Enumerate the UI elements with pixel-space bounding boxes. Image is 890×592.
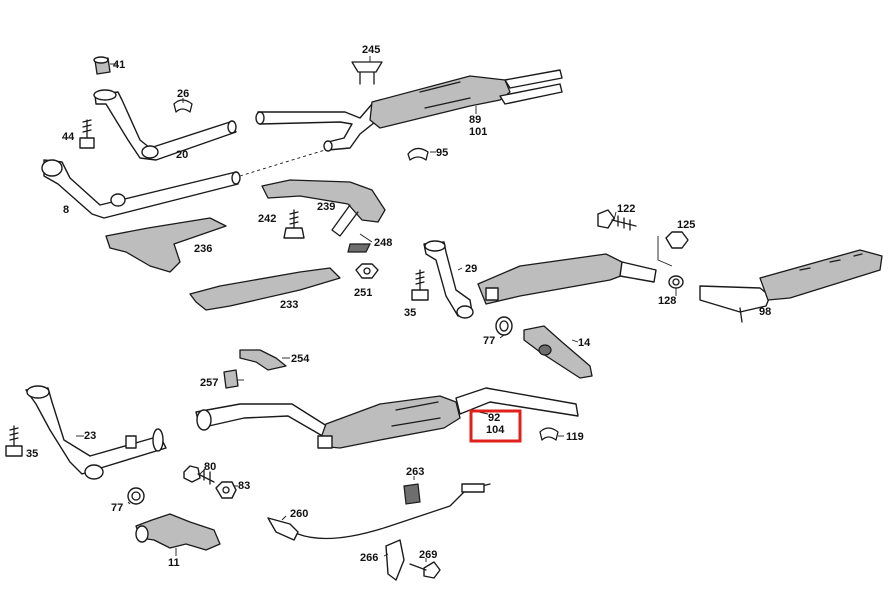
callout-83: 83 [238,480,250,492]
callout-266: 266 [360,552,378,564]
part-29-front-pipe-right[interactable] [423,240,474,319]
callout-26: 26 [177,88,189,100]
callout-119: 119 [566,431,584,443]
callout-35-lower: 35 [26,448,38,460]
part-20-front-pipe[interactable] [93,89,237,161]
callout-11: 11 [168,557,180,569]
callout-95: 95 [436,147,448,159]
callout-233: 233 [280,299,298,311]
callout-35-upper: 35 [404,307,416,319]
part-35-bolt-upper[interactable] [411,269,429,301]
callout-236: 236 [194,243,212,255]
callout-77-lower: 77 [111,502,123,514]
callout-101: 101 [469,126,487,138]
callout-80: 80 [204,461,216,473]
callout-128: 128 [658,295,676,307]
callout-269: 269 [419,549,437,561]
callout-239: 239 [317,201,335,213]
part-26-clamp[interactable] [173,99,193,113]
callout-257: 257 [200,377,218,389]
callout-248: 248 [374,237,392,249]
callout-89: 89 [469,114,481,126]
part-122-bolt[interactable] [597,209,637,231]
part-251-nut[interactable] [355,263,379,279]
part-11-heat-shield[interactable] [135,513,221,551]
callout-labels: 41 26 44 20 8 245 89 101 95 239 242 248 … [26,44,771,569]
part-233-heat-shield[interactable] [189,267,341,311]
callout-263: 263 [406,466,424,478]
part-35-bolt-lower[interactable] [5,425,23,457]
part-128-grommet[interactable] [668,275,684,289]
part-80-bolt[interactable] [183,465,215,485]
part-92-104-catalytic-converter[interactable] [195,387,579,449]
callout-14: 14 [578,337,591,349]
callout-23: 23 [84,430,96,442]
callout-125: 125 [677,219,695,231]
callout-245: 245 [362,44,380,56]
part-266-bracket[interactable] [385,539,405,581]
selected-part-highlight [469,409,522,443]
callout-8: 8 [63,204,69,216]
callout-254: 254 [291,353,310,365]
part-83-nut[interactable] [215,481,237,499]
part-239-heat-shield[interactable] [261,179,386,237]
callout-104: 104 [486,424,505,436]
callout-92: 92 [488,412,500,424]
part-254-bracket[interactable] [239,349,287,371]
part-23-front-pipe-left[interactable] [25,385,167,480]
callout-44: 44 [62,131,75,143]
part-8-front-pipe[interactable] [41,159,241,219]
callout-251: 251 [354,287,372,299]
part-95-clamp[interactable] [407,147,429,161]
callout-41: 41 [113,59,125,71]
part-269-bolt[interactable] [409,561,441,579]
part-77-grommet-upper[interactable] [495,316,513,336]
callout-260: 260 [290,508,308,520]
part-236-heat-shield[interactable] [105,217,227,273]
part-41-rubber-mount[interactable] [93,56,111,75]
part-119-clamp[interactable] [539,427,559,441]
leader-lines [76,56,677,562]
callout-242: 242 [258,213,276,225]
part-44-bolt[interactable] [79,119,95,149]
part-98-rear-muffler[interactable] [699,249,883,323]
part-263-rubber-buffer[interactable] [403,483,421,505]
part-248-bracket[interactable] [347,243,371,253]
part-245-bracket[interactable] [351,61,383,85]
callout-77-upper: 77 [483,335,495,347]
part-77-grommet-lower[interactable] [127,487,145,505]
callout-122: 122 [617,203,635,215]
callout-20: 20 [176,149,188,161]
callout-29: 29 [465,263,477,275]
part-260-oxygen-sensor[interactable] [267,483,491,541]
part-89-101-center-muffler[interactable] [255,69,563,152]
callout-98: 98 [759,306,771,318]
part-257-rubber-mount[interactable] [223,369,239,389]
part-14-heat-shield[interactable] [523,325,593,379]
part-125-nut[interactable] [665,231,689,249]
part-242-bolt[interactable] [283,209,305,239]
right-catalytic-converter[interactable] [477,253,657,305]
